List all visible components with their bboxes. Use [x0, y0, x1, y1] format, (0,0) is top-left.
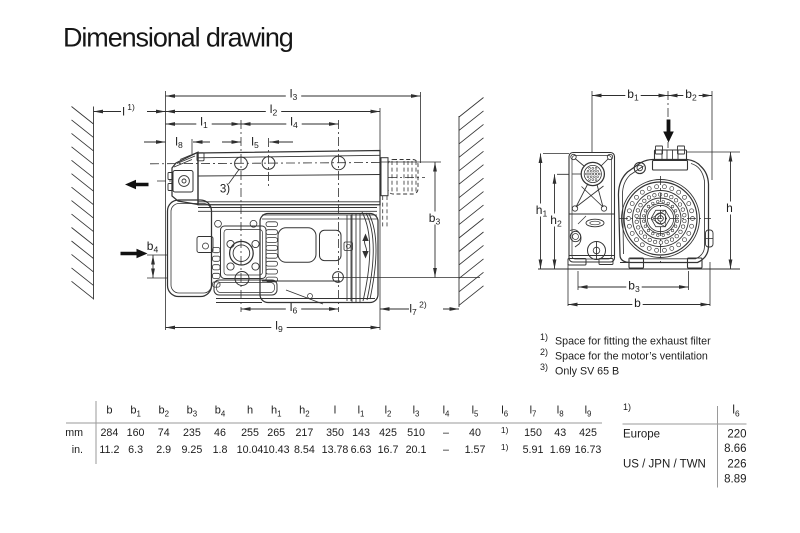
svg-text:10.04: 10.04 [237, 444, 264, 456]
svg-text:2.9: 2.9 [156, 444, 171, 456]
svg-text:–: – [443, 444, 449, 456]
svg-text:217: 217 [295, 427, 313, 439]
svg-text:20.1: 20.1 [406, 444, 427, 456]
svg-text:l1: l1 [200, 115, 208, 131]
svg-text:b3: b3 [628, 279, 640, 295]
svg-text:l1: l1 [358, 405, 365, 419]
svg-text:l3: l3 [290, 87, 298, 103]
svg-text:h2: h2 [299, 405, 310, 419]
svg-text:b2: b2 [685, 87, 697, 103]
svg-text:l6: l6 [732, 405, 740, 419]
svg-text:8.89: 8.89 [724, 474, 746, 486]
svg-text:l5: l5 [472, 405, 479, 419]
svg-text:425: 425 [379, 427, 397, 439]
svg-text:1): 1) [501, 442, 509, 452]
svg-text:l9: l9 [275, 319, 283, 335]
svg-text:5.91: 5.91 [523, 444, 544, 456]
svg-text:Dimensional drawing: Dimensional drawing [63, 23, 293, 53]
svg-text:160: 160 [127, 427, 145, 439]
svg-text:in.: in. [72, 444, 83, 456]
svg-text:16.7: 16.7 [378, 444, 399, 456]
svg-text:2): 2) [540, 347, 548, 357]
svg-text:8.66: 8.66 [724, 443, 746, 455]
svg-text:b4: b4 [147, 239, 159, 255]
svg-text:l2: l2 [385, 405, 392, 419]
svg-text:b1: b1 [627, 87, 639, 103]
svg-text:l4: l4 [290, 115, 298, 131]
svg-text:b: b [634, 296, 641, 310]
svg-text:l: l [334, 405, 336, 417]
svg-text:l8: l8 [175, 135, 183, 151]
svg-text:13.78: 13.78 [322, 444, 349, 456]
svg-text:235: 235 [183, 427, 201, 439]
svg-text:l2: l2 [270, 102, 278, 118]
svg-text:265: 265 [267, 427, 285, 439]
svg-text:l3: l3 [413, 405, 420, 419]
svg-text:3): 3) [540, 362, 548, 372]
svg-text:150: 150 [524, 427, 542, 439]
svg-text:220: 220 [727, 429, 746, 441]
svg-text:b: b [106, 405, 112, 417]
svg-text:–: – [443, 427, 449, 439]
svg-text:11.2: 11.2 [99, 444, 119, 456]
svg-text:255: 255 [241, 427, 259, 439]
svg-text:h: h [247, 405, 253, 417]
svg-text:b1: b1 [130, 405, 141, 419]
svg-text:46: 46 [214, 427, 226, 439]
svg-text:43: 43 [554, 427, 566, 439]
svg-text:l7: l7 [530, 405, 537, 419]
svg-text:US / JPN / TWN: US / JPN / TWN [623, 459, 706, 471]
svg-text:Space for the motor’s ventilat: Space for the motor’s ventilation [555, 351, 708, 363]
svg-text:Only SV 65 B: Only SV 65 B [555, 366, 619, 378]
svg-text:b3: b3 [187, 405, 198, 419]
svg-text:8.54: 8.54 [294, 444, 315, 456]
svg-text:10.43: 10.43 [263, 444, 290, 456]
svg-text:1.57: 1.57 [465, 444, 486, 456]
svg-text:1.8: 1.8 [213, 444, 228, 456]
svg-text:l5: l5 [251, 135, 259, 151]
svg-text:1): 1) [501, 425, 509, 435]
svg-text:226: 226 [727, 459, 746, 471]
svg-text:l8: l8 [557, 405, 564, 419]
svg-text:l4: l4 [443, 405, 450, 419]
svg-text:1): 1) [540, 332, 548, 342]
svg-text:6.63: 6.63 [351, 444, 372, 456]
svg-text:Space for fitting the exhaust: Space for fitting the exhaust filter [555, 336, 711, 348]
svg-text:1): 1) [623, 402, 631, 412]
svg-text:40: 40 [469, 427, 481, 439]
svg-text:74: 74 [158, 427, 170, 439]
svg-text:6.3: 6.3 [128, 444, 143, 456]
svg-text:350: 350 [326, 427, 344, 439]
svg-text:284: 284 [100, 427, 118, 439]
svg-text:l6: l6 [290, 300, 298, 316]
svg-text:l9: l9 [585, 405, 592, 419]
svg-text:1.69: 1.69 [550, 444, 571, 456]
svg-text:3): 3) [220, 184, 230, 196]
svg-text:b3: b3 [429, 211, 441, 227]
svg-text:h1: h1 [536, 203, 548, 219]
svg-text:h2: h2 [550, 213, 562, 229]
svg-text:l6: l6 [501, 405, 508, 419]
svg-text:9.25: 9.25 [181, 444, 202, 456]
svg-text:Europe: Europe [623, 429, 660, 441]
svg-text:h1: h1 [271, 405, 282, 419]
svg-text:h: h [726, 201, 733, 215]
svg-text:b4: b4 [215, 405, 226, 419]
svg-text:mm: mm [65, 427, 83, 439]
svg-text:16.73: 16.73 [575, 444, 602, 456]
svg-text:b2: b2 [158, 405, 169, 419]
svg-text:510: 510 [407, 427, 425, 439]
svg-text:143: 143 [352, 427, 370, 439]
svg-text:425: 425 [579, 427, 597, 439]
